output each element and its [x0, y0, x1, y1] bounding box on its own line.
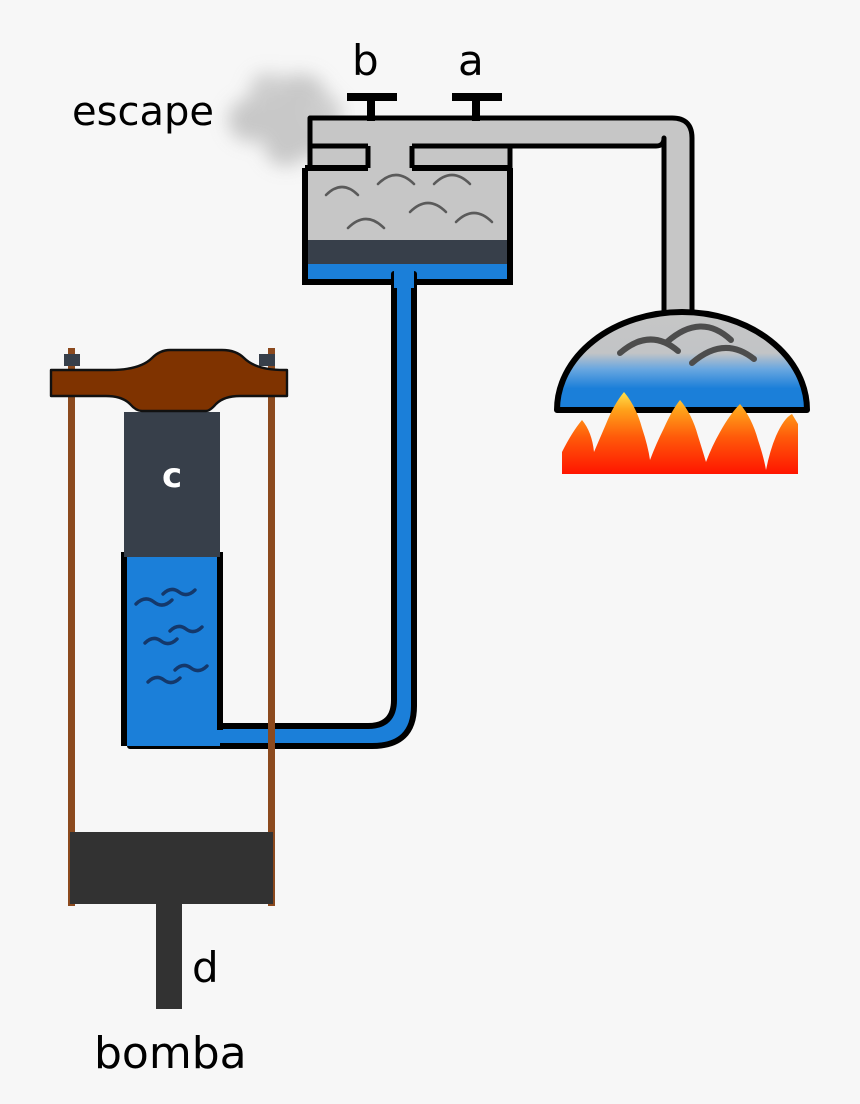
piston-assembly[interactable]	[70, 832, 273, 1009]
chamber-steam-arcs	[324, 173, 494, 230]
pump-cylinder-body	[124, 412, 220, 557]
water-pipe	[127, 268, 417, 749]
piston-rod-d-label: d	[192, 943, 219, 992]
valve-b-stem	[367, 93, 375, 121]
pump-cylinder: c	[121, 412, 223, 746]
pump-water-waves	[134, 587, 209, 685]
chamber-divider-layer	[305, 240, 510, 264]
cylinder-c-label: c	[162, 456, 182, 496]
pump-water	[124, 557, 220, 746]
bomba-label: bomba	[94, 1028, 247, 1079]
support-rod-right	[268, 348, 275, 906]
support-rod-left	[68, 348, 75, 906]
valve-b[interactable]	[347, 93, 397, 121]
burner-flames	[562, 392, 798, 474]
steam-chamber	[302, 165, 513, 285]
beam-bolt-right	[259, 354, 275, 366]
escape-label: escape	[72, 89, 214, 135]
valve-a-label: a	[458, 36, 484, 85]
valve-a-stem	[472, 93, 480, 121]
wooden-beam-cap	[49, 348, 289, 413]
escape-steam-cloud	[228, 73, 342, 166]
beam-bolt-left	[64, 354, 80, 366]
piston-base[interactable]	[70, 832, 273, 904]
boiler-dome	[554, 309, 810, 413]
valve-a[interactable]	[452, 93, 502, 121]
boiler-steam-arcs	[617, 323, 757, 366]
piston-rod[interactable]	[156, 904, 182, 1009]
valve-b-label: b	[352, 36, 379, 85]
